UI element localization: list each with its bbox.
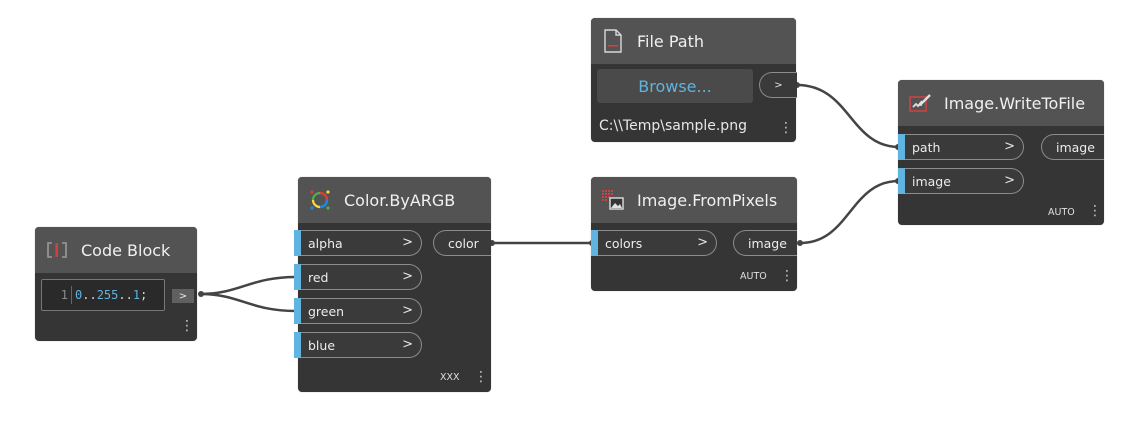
port-label: image xyxy=(912,173,951,189)
code-token: 1 xyxy=(132,288,141,302)
node-header[interactable]: Color.ByARGB xyxy=(298,177,491,223)
port-label: alpha xyxy=(308,235,343,251)
color-wheel-icon xyxy=(308,188,332,212)
code-block-node[interactable]: Code Block 1 0..255..1; > ⋮ xyxy=(35,227,197,341)
wire-end-dot xyxy=(198,291,204,297)
browse-button[interactable]: Browse... xyxy=(597,69,753,103)
port-label: path xyxy=(912,139,941,155)
code-text[interactable]: 0..255..1; xyxy=(72,288,147,302)
file-icon xyxy=(601,29,625,53)
kebab-menu-icon[interactable]: ⋮ xyxy=(779,120,793,136)
output-port[interactable]: > xyxy=(172,289,194,303)
lacing-label[interactable]: XXX xyxy=(440,372,460,383)
image-writetofile-node[interactable]: Image.WriteToFile path > image > image A… xyxy=(898,80,1104,225)
node-title: Image.WriteToFile xyxy=(944,93,1086,113)
port-arrow: > xyxy=(402,269,413,284)
output-port-image[interactable]: image xyxy=(733,230,797,256)
kebab-menu-icon[interactable]: ⋮ xyxy=(180,318,194,334)
code-editor[interactable]: 1 0..255..1; xyxy=(41,279,165,311)
image-frompixels-node[interactable]: Image.FromPixels colors > image AUTO ⋮ xyxy=(591,177,797,291)
code-token: .. xyxy=(118,288,133,302)
port-label: red xyxy=(308,269,329,285)
wire-codeblock-green[interactable] xyxy=(199,292,297,313)
port-arrow: > xyxy=(402,235,413,250)
port-arrow: > xyxy=(1004,139,1015,154)
node-title: Image.FromPixels xyxy=(637,190,778,210)
input-port-blue[interactable]: blue > xyxy=(294,332,422,358)
wire-end-dot xyxy=(797,240,803,246)
kebab-menu-icon[interactable]: ⋮ xyxy=(1088,203,1102,219)
port-label: blue xyxy=(308,337,336,353)
port-arrow: > xyxy=(1004,173,1015,188)
node-header[interactable]: Code Block xyxy=(35,227,197,273)
input-port-alpha[interactable]: alpha > xyxy=(294,230,422,256)
code-token: ; xyxy=(140,288,148,302)
port-label: green xyxy=(308,303,345,319)
output-port[interactable]: > xyxy=(759,72,797,98)
lacing-label[interactable]: AUTO xyxy=(740,271,767,282)
port-label: colors xyxy=(605,235,643,251)
node-title: Code Block xyxy=(81,240,171,260)
line-number: 1 xyxy=(42,286,72,304)
port-arrow: > xyxy=(697,235,708,250)
file-path-value: C:\\Temp\sample.png xyxy=(599,118,747,134)
image-write-icon xyxy=(908,91,932,115)
node-header[interactable]: Image.WriteToFile xyxy=(898,80,1104,126)
wire-filepath-path[interactable] xyxy=(796,83,900,149)
image-pixels-icon xyxy=(601,188,625,212)
input-port-green[interactable]: green > xyxy=(294,298,422,324)
code-token: .. xyxy=(82,288,97,302)
node-header[interactable]: File Path xyxy=(591,18,796,64)
color-byargb-node[interactable]: Color.ByARGB alpha > red > green > blue … xyxy=(294,177,491,392)
lacing-label[interactable]: AUTO xyxy=(1048,207,1075,218)
node-header[interactable]: Image.FromPixels xyxy=(591,177,797,223)
node-title: Color.ByARGB xyxy=(344,190,456,210)
input-port-image[interactable]: image > xyxy=(898,168,1024,194)
input-port-path[interactable]: path > xyxy=(898,134,1024,160)
node-title: File Path xyxy=(637,31,705,51)
port-arrow: > xyxy=(402,303,413,318)
output-port-color[interactable]: color xyxy=(433,230,491,256)
code-block-icon xyxy=(45,238,69,262)
kebab-menu-icon[interactable]: ⋮ xyxy=(780,268,794,284)
kebab-menu-icon[interactable]: ⋮ xyxy=(474,369,488,385)
wire-codeblock-red[interactable] xyxy=(199,275,297,296)
output-port-image[interactable]: image xyxy=(1041,134,1104,160)
code-token: 255 xyxy=(96,288,119,302)
input-port-red[interactable]: red > xyxy=(294,264,422,290)
input-port-colors[interactable]: colors > xyxy=(591,230,717,256)
port-arrow: > xyxy=(402,337,413,352)
code-token: 0 xyxy=(75,288,83,302)
file-path-node[interactable]: File Path Browse... > C:\\Temp\sample.pn… xyxy=(591,18,797,142)
wire-image-image[interactable] xyxy=(799,179,900,245)
